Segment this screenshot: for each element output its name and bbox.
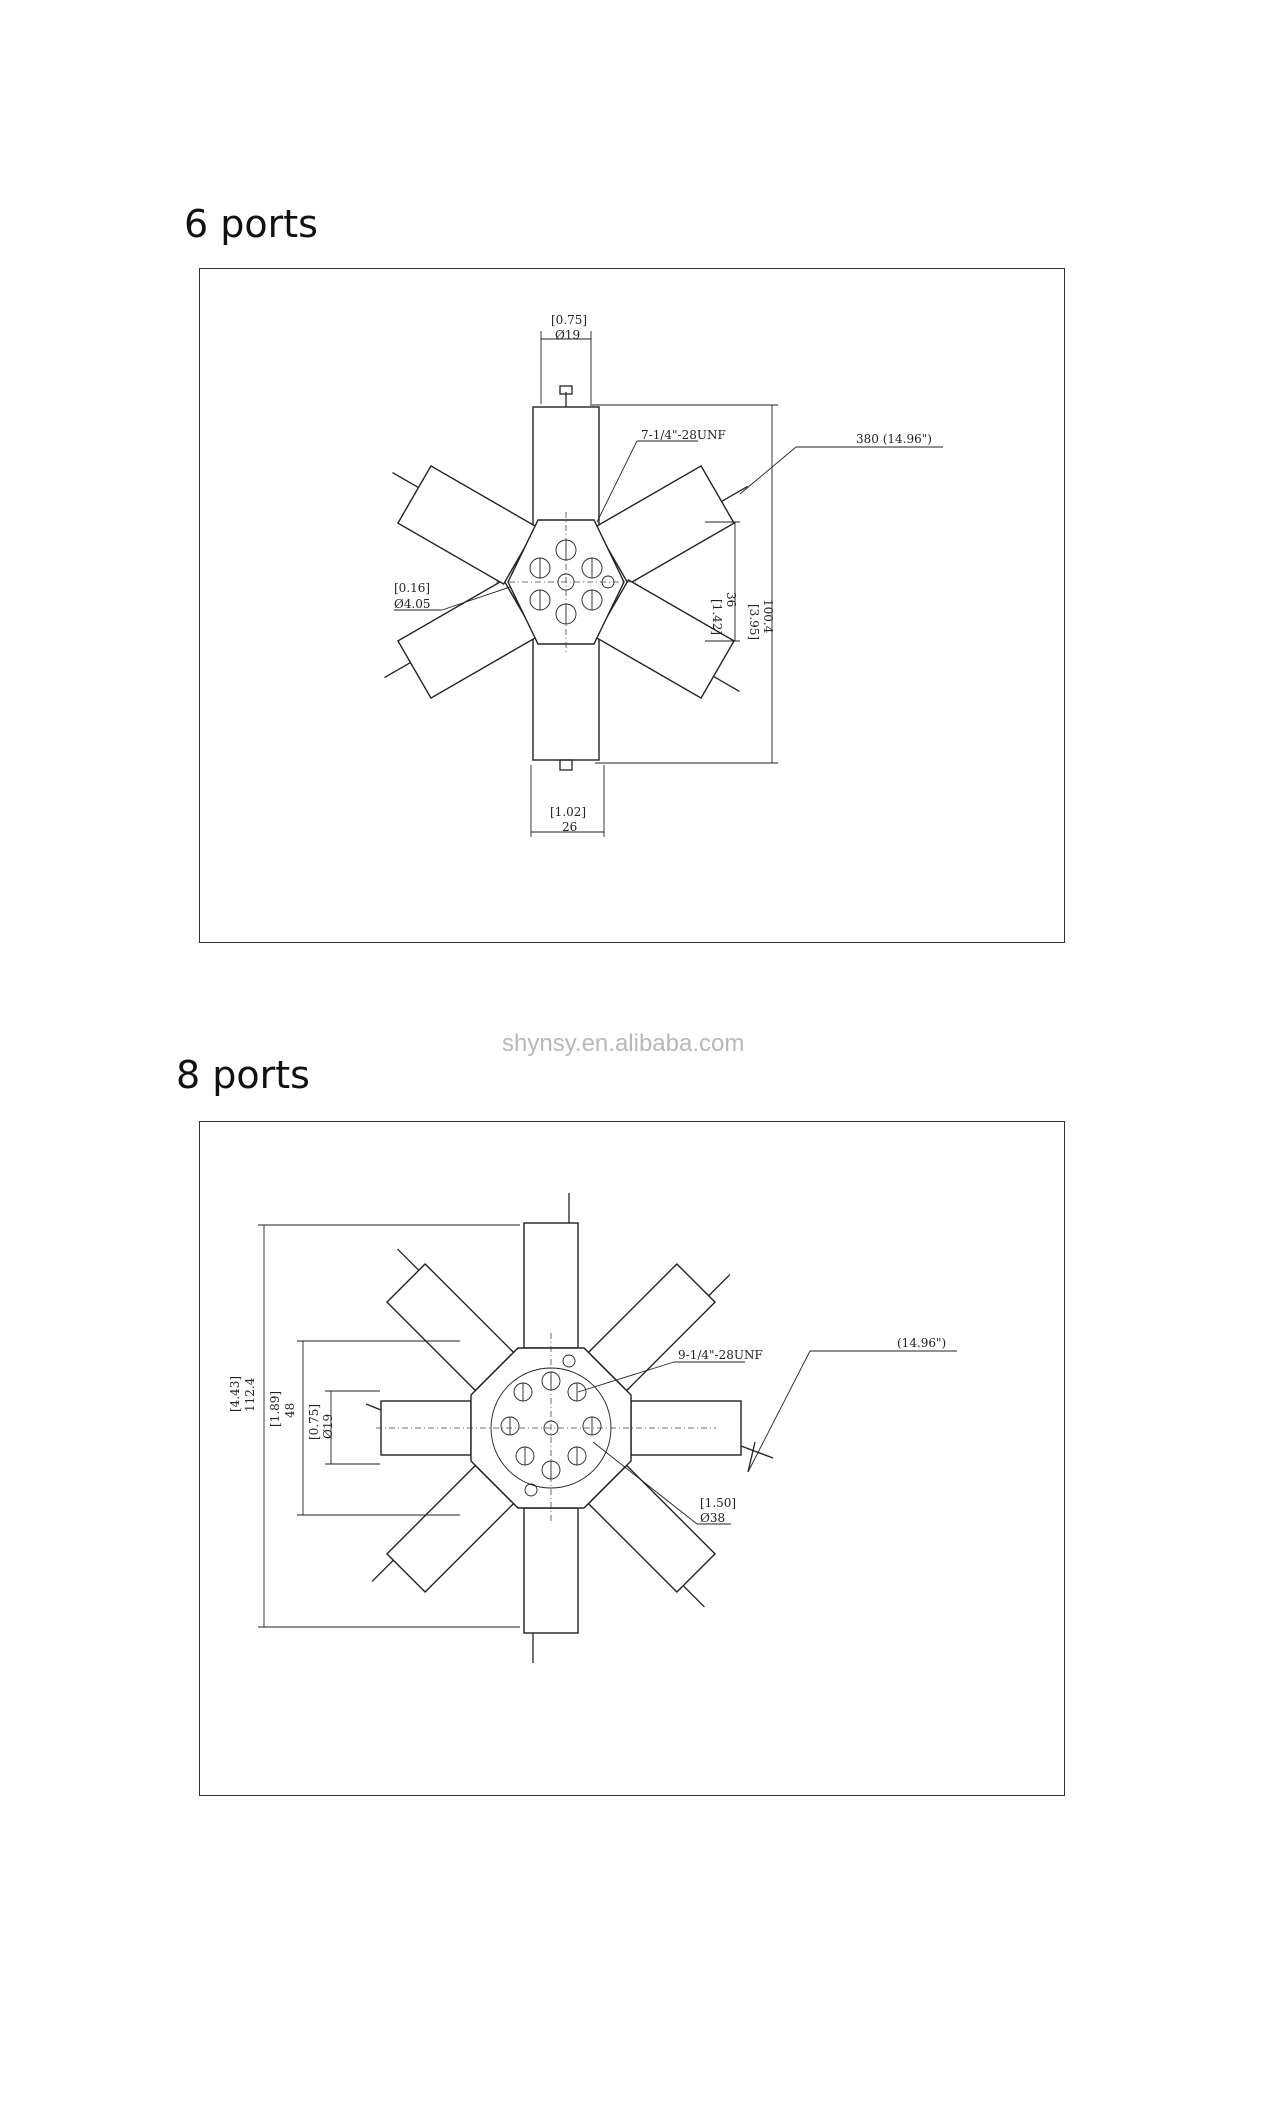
- dim-dia-inch: [1.50]: [700, 1496, 736, 1510]
- dim-outer-height-inch: [3.95]: [747, 604, 761, 640]
- dim-outer-height-mm-8: 112.4: [243, 1377, 257, 1412]
- dim-dia-mm: Ø38: [700, 1511, 725, 1525]
- thread-label: 7-1/4"-28UNF: [641, 428, 726, 442]
- drawing-8-ports: 9-1/4"-28UNF (14.96") [1.50] Ø38 [4.43] …: [228, 1193, 957, 1663]
- length-label: 380 (14.96"): [856, 432, 932, 446]
- dim-inner-height-inch-8: [0.75]: [307, 1404, 321, 1440]
- dim-bottom-mm: 26: [562, 820, 577, 834]
- drawing-6-ports: [0.75] Ø19 7-1/4"-28UNF 380 (14.96") [0.…: [384, 313, 943, 837]
- arm-nw: [385, 1248, 515, 1392]
- arm-upper-left: [392, 464, 538, 586]
- arm-sw: [371, 1464, 515, 1594]
- dim-left-mm: Ø4.05: [394, 597, 431, 611]
- dim-inner-height-mm-8: Ø19: [321, 1414, 335, 1439]
- section-title-6-ports: 6 ports: [184, 202, 318, 246]
- watermark: shynsy.en.alibaba.com: [502, 1030, 745, 1057]
- dim-inner-height-inch: [1.42]: [710, 599, 724, 635]
- dim-outer-height-mm: 100.4: [761, 599, 775, 634]
- dim-bottom-inch: [1.02]: [550, 805, 586, 819]
- length-label-8: (14.96"): [897, 1336, 946, 1350]
- arm-ne: [587, 1262, 731, 1392]
- dim-left-inch: [0.16]: [394, 581, 430, 595]
- dim-inner-height-mm: 36: [724, 592, 738, 607]
- dim-outer-height-inch-8: [4.43]: [228, 1376, 242, 1412]
- dim-top-inch: [0.75]: [551, 313, 587, 327]
- dim-top-mm: Ø19: [555, 328, 580, 342]
- arm-se: [587, 1464, 717, 1608]
- arm-n: [523, 1193, 579, 1349]
- drawing-frame-6-ports: [0.75] Ø19 7-1/4"-28UNF 380 (14.96") [0.…: [199, 268, 1065, 943]
- drawing-frame-8-ports: 9-1/4"-28UNF (14.96") [1.50] Ø38 [4.43] …: [199, 1121, 1065, 1796]
- dim-mid-height-mm-8: 48: [283, 1403, 297, 1418]
- section-title-8-ports: 8 ports: [176, 1053, 310, 1097]
- arm-top: [532, 385, 600, 530]
- arm-bottom: [532, 634, 600, 771]
- arm-s: [523, 1507, 579, 1663]
- thread-label-8: 9-1/4"-28UNF: [678, 1348, 763, 1362]
- arm-e: [630, 1400, 774, 1459]
- dim-mid-height-inch-8: [1.89]: [268, 1391, 282, 1427]
